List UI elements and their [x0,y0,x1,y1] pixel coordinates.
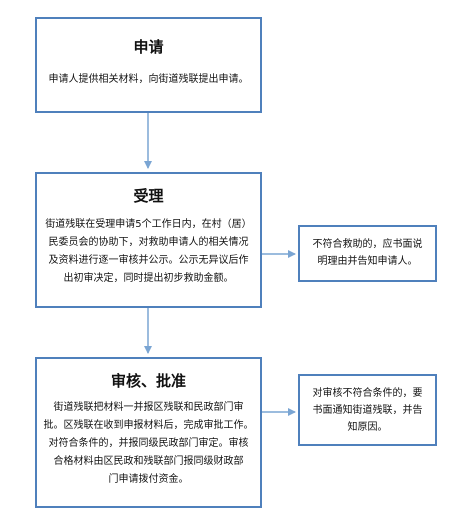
step-apply-box: 申请 申请人提供相关材料，向街道残联提出申请。 [35,17,262,113]
reject-note-approve-box: 对审核不符合条件的，要 书面通知街道残联，并告 知原因。 [298,374,437,446]
reject-note-approve-text: 对审核不符合条件的，要 书面通知街道残联，并告 知原因。 [312,388,423,433]
step-apply-body: 申请人提供相关材料，向街道残联提出申请。 [48,74,249,85]
step-accept-box: 受理 街道残联在受理申请5个工作日内，在村（居） 民委员会的协助下，对救助申请人… [35,172,262,308]
reject-note-accept-text: 不符合救助的，应书面说 明理由并告知申请人。 [312,239,423,267]
reject-note-accept-box: 不符合救助的，应书面说 明理由并告知申请人。 [298,225,437,282]
step-approve-box: 审核、批准 街道残联把材料一并报区残联和民政部门审 批。区残联在收到申报材料后，… [35,357,262,508]
step-accept-body: 街道残联在受理申请5个工作日内，在村（居） 民委员会的协助下，对救助申请人的相关… [45,219,252,284]
step-accept-title: 受理 [133,187,164,205]
step-approve-body: 街道残联把材料一并报区残联和民政部门审 批。区残联在收到申报材料后，完成审批工作… [43,402,254,485]
step-approve-title: 审核、批准 [110,372,186,390]
step-apply-title: 申请 [133,38,164,56]
